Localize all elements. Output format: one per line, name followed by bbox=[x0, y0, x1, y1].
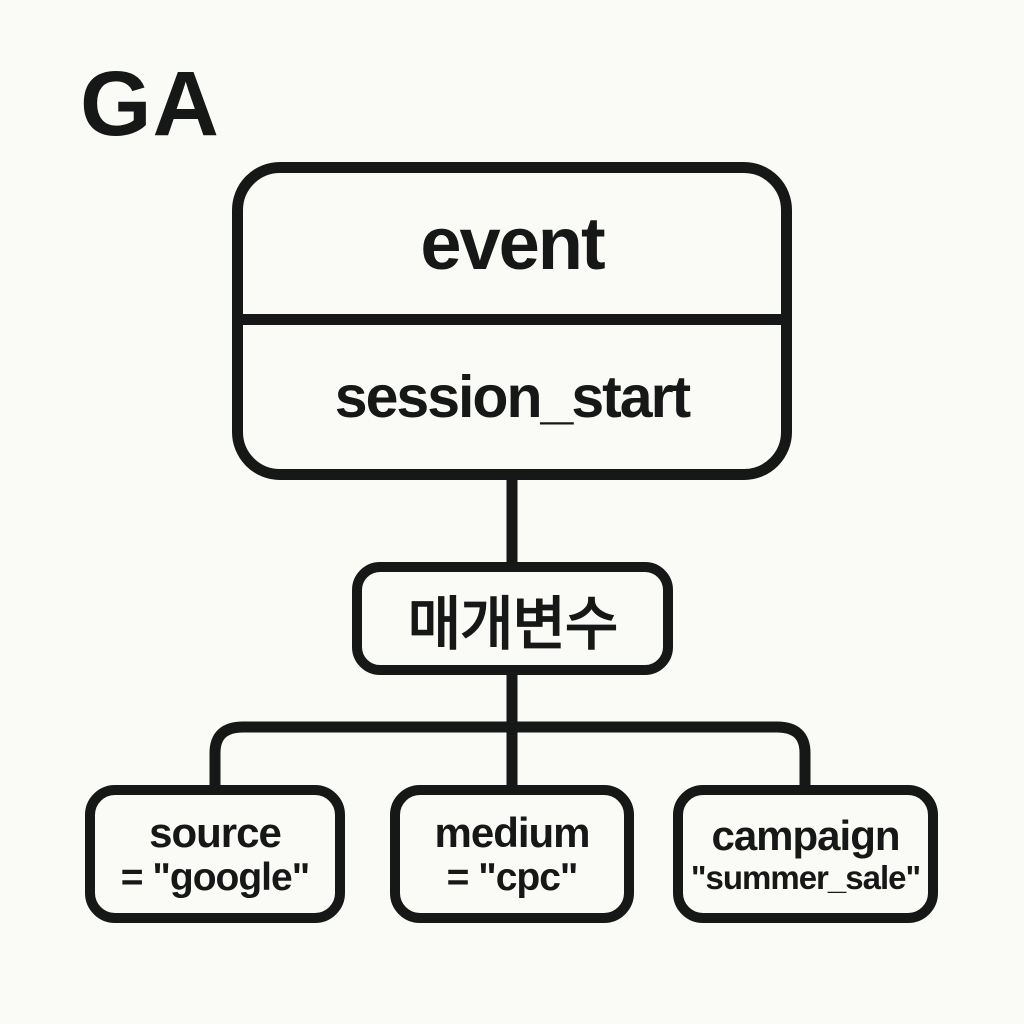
child-node-campaign: campaign "summer_sale" bbox=[673, 785, 938, 923]
campaign-title: campaign bbox=[711, 811, 900, 859]
source-title: source bbox=[149, 808, 282, 856]
parameters-node: 매개변수 bbox=[352, 562, 673, 675]
ga-logo: GA bbox=[80, 53, 220, 155]
connector-branch bbox=[209, 721, 811, 795]
event-node: event session_start bbox=[232, 162, 792, 480]
event-node-title: event bbox=[243, 173, 781, 325]
medium-value: = "cpc" bbox=[446, 855, 579, 899]
child-node-medium: medium = "cpc" bbox=[390, 785, 634, 923]
child-node-source: source = "google" bbox=[85, 785, 345, 923]
source-value: = "google" bbox=[120, 855, 310, 899]
parameters-node-label: 매개변수 bbox=[407, 591, 618, 657]
event-node-subtitle: session_start bbox=[334, 364, 691, 430]
medium-title: medium bbox=[434, 808, 590, 856]
campaign-value: "summer_sale" bbox=[690, 858, 921, 896]
